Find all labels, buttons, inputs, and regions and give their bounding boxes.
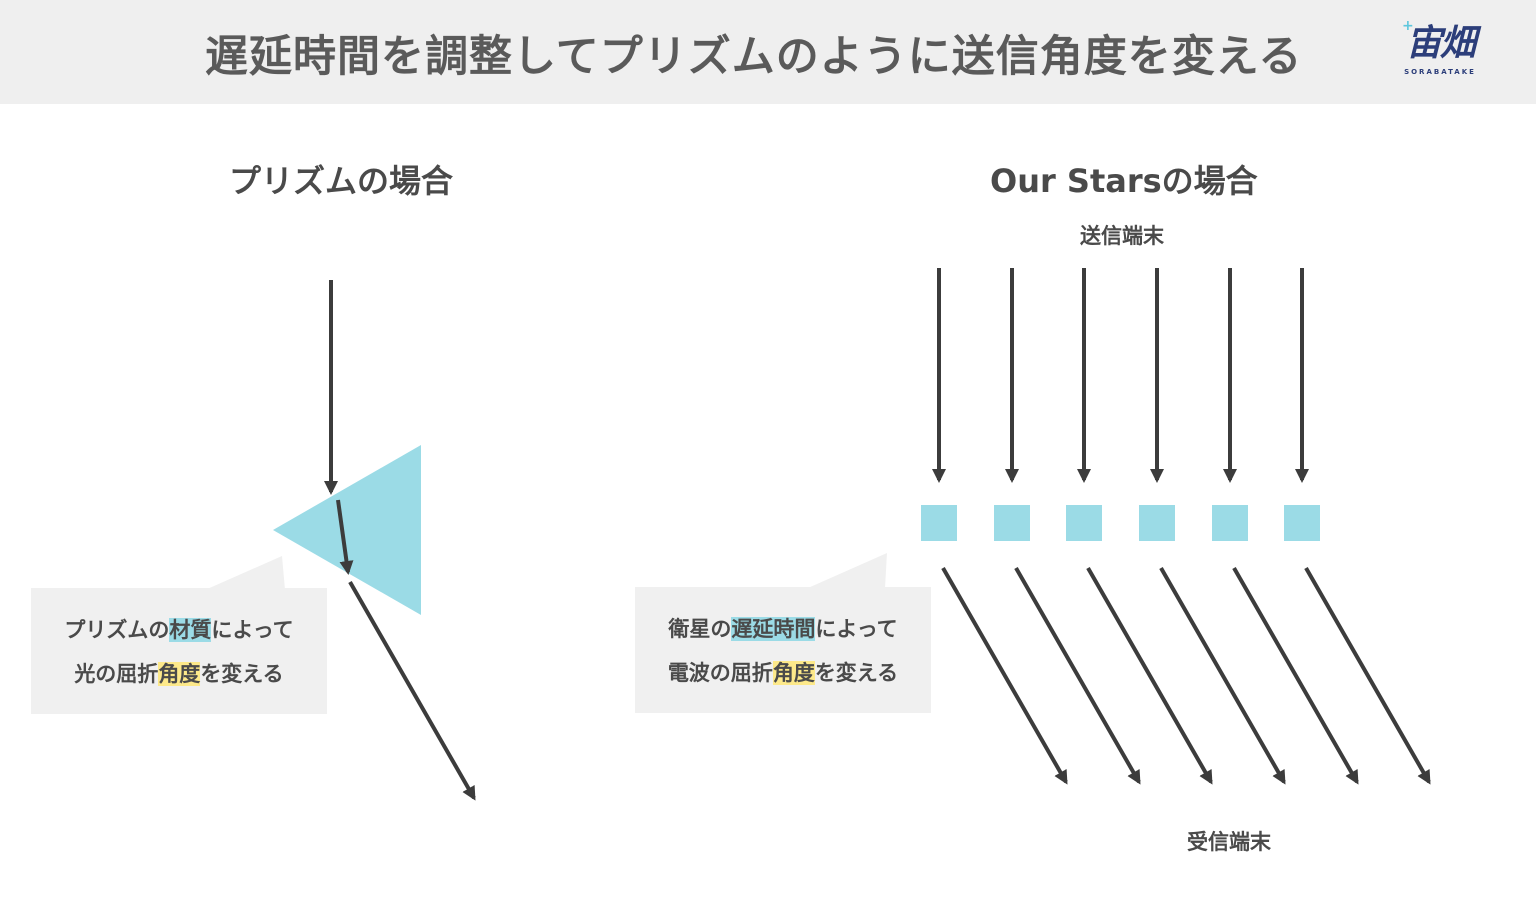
outgoing-arrow-5 (1232, 567, 1359, 785)
ourstars-section-title: Our Starsの場合 (990, 162, 1258, 200)
satellites (921, 505, 1320, 541)
sender-label: 送信端末 (1080, 224, 1164, 248)
ourstars-callout-text: を変える (814, 661, 899, 685)
outgoing-arrows (941, 567, 1431, 785)
prism-inside-arrow (336, 499, 354, 575)
material-highlight: 材質 (169, 618, 212, 642)
prism-outgoing-arrow (348, 581, 476, 801)
outgoing-arrow-2 (1014, 567, 1141, 785)
header-bar: 遅延時間を調整してプリズムのように送信角度を変える + 宙畑 SORABATAK… (0, 0, 1536, 104)
ourstars-callout: 衛星の遅延時間によって 電波の屈折角度を変える (635, 587, 931, 713)
delay-time-highlight: 遅延時間 (731, 617, 816, 641)
satellite-2 (994, 505, 1030, 541)
satellite-6 (1284, 505, 1320, 541)
ourstars-callout-text: によって (815, 617, 898, 641)
prism-callout-text: 光の屈折 (74, 662, 159, 686)
satellite-3 (1066, 505, 1102, 541)
outgoing-arrow-6 (1304, 567, 1431, 785)
ourstars-callout-text: 衛星の (668, 617, 732, 641)
satellite-4 (1139, 505, 1175, 541)
prism-callout-text: プリズムの (64, 618, 170, 642)
ourstars-callout-line1: 衛星の遅延時間によって (635, 607, 931, 651)
logo-plus-icon: + (1402, 18, 1414, 34)
ourstars-callout-tail (808, 553, 887, 588)
incoming-arrows (932, 268, 1309, 483)
angle-highlight: 角度 (772, 661, 815, 685)
receiver-label: 受信端末 (1187, 830, 1271, 854)
outgoing-arrow-1 (941, 567, 1068, 785)
prism-triangle (273, 445, 421, 615)
prism-callout-text: によって (211, 618, 294, 642)
satellite-5 (1212, 505, 1248, 541)
prism-section-title: プリズムの場合 (229, 162, 454, 200)
logo-mark: 宙畑 (1405, 23, 1476, 64)
prism-callout-tail (205, 556, 285, 590)
page-title: 遅延時間を調整してプリズムのように送信角度を変える (205, 32, 1303, 82)
satellite-1 (921, 505, 957, 541)
ourstars-callout-text: 電波の屈折 (667, 661, 773, 685)
outgoing-arrow-4 (1159, 567, 1286, 785)
logo-subtext: SORABATAKE (1404, 68, 1476, 76)
angle-highlight: 角度 (158, 662, 201, 686)
ourstars-callout-line2: 電波の屈折角度を変える (635, 651, 931, 695)
prism-callout-text: を変える (200, 662, 284, 686)
prism-callout-line2: 光の屈折角度を変える (31, 652, 327, 696)
outgoing-arrow-3 (1086, 567, 1213, 785)
sorabatake-logo: + 宙畑 SORABATAKE (1388, 18, 1492, 82)
prism-callout-line1: プリズムの材質によって (31, 608, 327, 652)
prism-callout: プリズムの材質によって 光の屈折角度を変える (31, 588, 327, 714)
